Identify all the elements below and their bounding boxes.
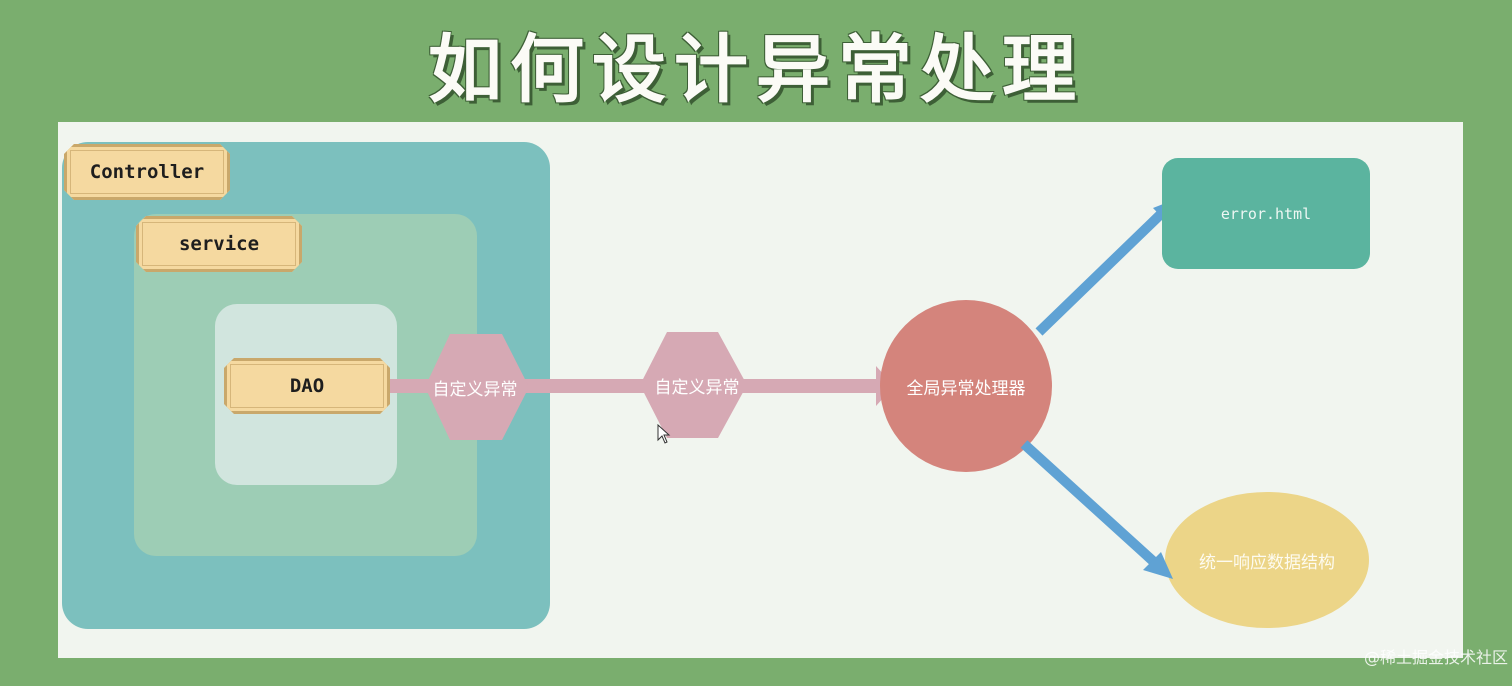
diagram-canvas: Controller service DAO 自定义异常 自定义异常 全局异常处…	[58, 122, 1463, 658]
unified-response-label: 统一响应数据结构	[1199, 552, 1335, 573]
custom-exception-label-2: 自定义异常	[654, 377, 740, 398]
flow-graphics	[344, 197, 1369, 628]
dao-label: DAO	[224, 358, 390, 414]
error-page-label: error.html	[1220, 204, 1312, 223]
arrow-to-error-page-line	[1035, 210, 1165, 336]
arrow-to-response-line	[1020, 440, 1158, 566]
service-label: service	[136, 216, 302, 272]
mouse-cursor-icon	[657, 424, 671, 444]
unified-response-node	[1165, 492, 1369, 628]
arrow-to-response-head	[1143, 552, 1173, 579]
exception-hexagon-2	[640, 332, 747, 438]
controller-label: Controller	[64, 144, 230, 200]
custom-exception-label-1: 自定义异常	[432, 379, 518, 400]
global-handler-label: 全局异常处理器	[906, 378, 1026, 399]
page-title: 如何设计异常处理	[428, 27, 1084, 113]
exception-hexagon-1	[425, 334, 529, 440]
watermark: @稀土掘金技术社区	[1363, 648, 1508, 667]
error-page-node	[1162, 158, 1370, 269]
global-handler-node	[880, 300, 1052, 472]
